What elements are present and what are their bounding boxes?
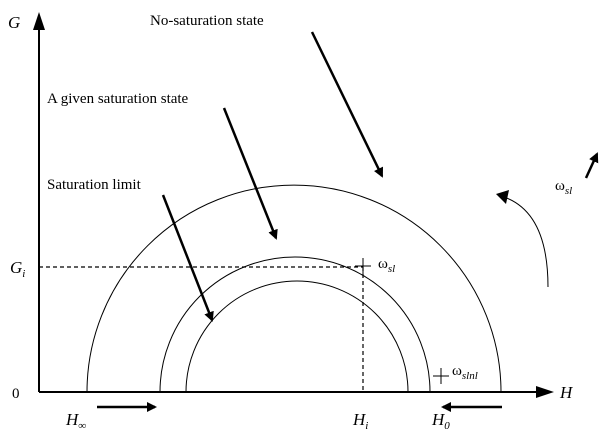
no-saturation-pointer — [310, 31, 384, 178]
no-saturation-label: No-saturation state — [150, 13, 264, 29]
omega-sl-rotation-label: ωsl — [555, 178, 572, 197]
x-axis-arrowhead — [536, 386, 554, 398]
given-saturation-label: A given saturation state — [47, 91, 189, 107]
origin-label: 0 — [12, 386, 20, 402]
given-saturation-arc — [159, 256, 431, 393]
omega-slnl-label: ωslnl — [452, 363, 478, 382]
g-i-label: Gi — [10, 258, 25, 280]
h-0-label: H0 — [431, 410, 450, 432]
x-axis-label: H — [559, 383, 574, 402]
y-axis-label: G — [8, 13, 20, 32]
saturation-limit-label: Saturation limit — [47, 177, 142, 193]
h-infinity-label: H∞ — [65, 410, 86, 432]
given-saturation-pointer — [222, 107, 278, 240]
rotation-arrow — [503, 196, 549, 288]
saturation-limit-arc — [185, 280, 409, 393]
omega-sl-direction-arrow — [584, 152, 599, 179]
rotation-arrowhead — [496, 190, 509, 204]
no-saturation-arc — [86, 184, 502, 393]
y-axis-arrowhead — [33, 12, 45, 30]
h-i-label: Hi — [352, 410, 368, 432]
omega-sl-point-label: ωsl — [378, 256, 395, 275]
saturation-limit-pointer — [161, 194, 214, 322]
